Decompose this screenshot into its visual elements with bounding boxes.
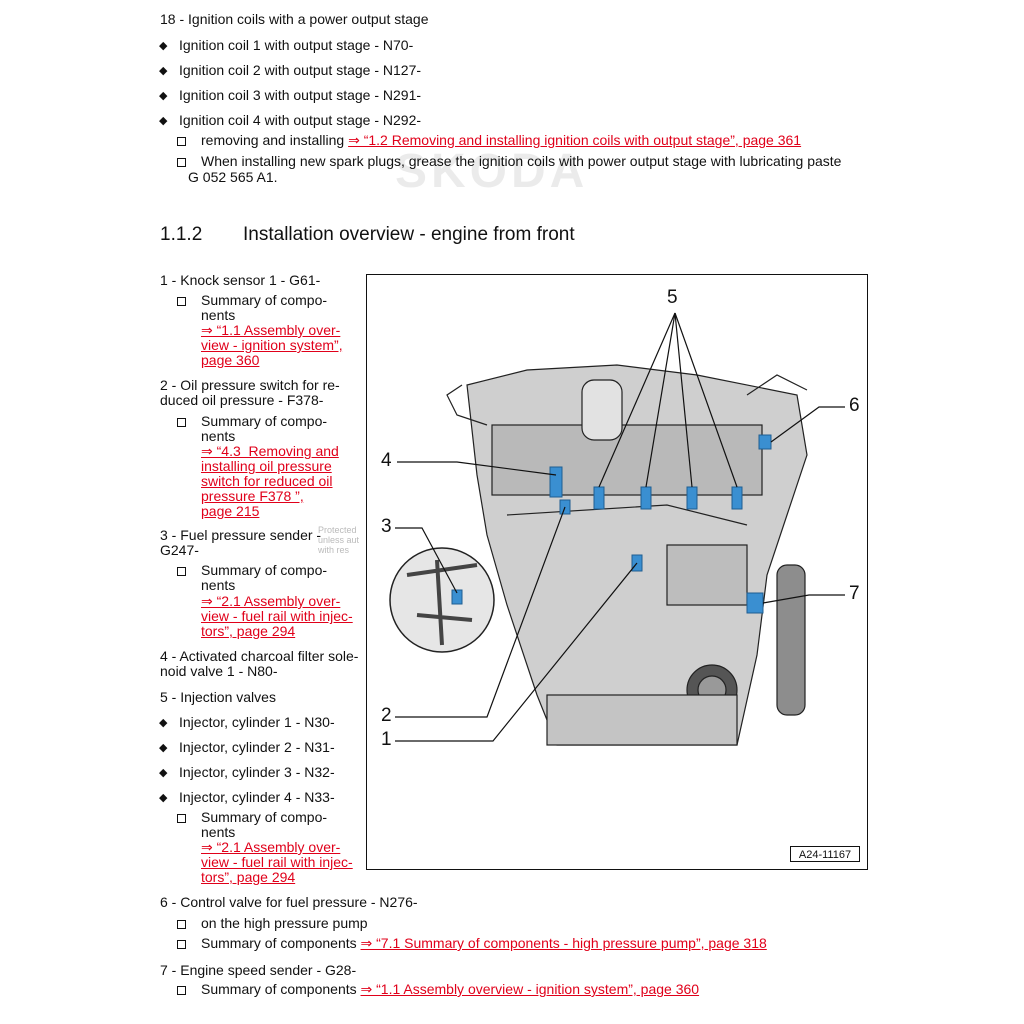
figure-label-1: 1 bbox=[381, 729, 392, 750]
diamond-bullet-icon: ◆ bbox=[159, 65, 168, 77]
coil-3: Ignition coil 3 with output stage - N291… bbox=[179, 87, 422, 103]
checkbox-icon bbox=[177, 158, 186, 167]
checkbox-icon bbox=[177, 986, 186, 995]
checkbox-icon bbox=[177, 297, 186, 306]
remove-text: removing and installing bbox=[201, 132, 345, 148]
item-18-heading: 18 - Ignition coils with a power output … bbox=[160, 11, 429, 27]
diamond-bullet-icon: ◆ bbox=[159, 90, 168, 102]
figure-reference: A24-11167 bbox=[790, 846, 860, 862]
spark-plug-note-2: G 052 565 A1. bbox=[188, 169, 278, 185]
checkbox-icon bbox=[177, 940, 186, 949]
protected-watermark: Protected unless aut with res bbox=[318, 525, 360, 555]
item-1-summary: Summary of compo- nents bbox=[201, 292, 328, 323]
coil-1: Ignition coil 1 with output stage - N70- bbox=[179, 37, 414, 53]
engine-illustration bbox=[389, 312, 845, 746]
item-2: 2 - Oil pressure switch for re- duced oi… bbox=[160, 377, 340, 408]
checkbox-icon bbox=[177, 814, 186, 823]
remove-install-coils-link[interactable]: ⇒ “1.2 Removing and installing ignition … bbox=[348, 132, 802, 148]
spark-plug-note-1: When installing new spark plugs, grease … bbox=[201, 153, 842, 169]
injector-2: Injector, cylinder 2 - N31- bbox=[179, 739, 335, 755]
item-3-summary: Summary of compo- nents bbox=[201, 562, 328, 593]
injector-1: Injector, cylinder 1 - N30- bbox=[179, 714, 335, 730]
injector-3: Injector, cylinder 3 - N32- bbox=[179, 764, 335, 780]
diamond-bullet-icon: ◆ bbox=[159, 742, 168, 754]
checkbox-icon bbox=[177, 567, 186, 576]
figure-label-4: 4 bbox=[381, 450, 392, 471]
checkbox-icon bbox=[177, 920, 186, 929]
item-6: 6 - Control valve for fuel pressure - N2… bbox=[160, 894, 418, 910]
skoda-watermark: SKODA bbox=[395, 145, 589, 198]
diamond-bullet-icon: ◆ bbox=[159, 717, 168, 729]
item-7-link[interactable]: ⇒ “1.1 Assembly overview - ignition syst… bbox=[360, 981, 700, 997]
item-1-link[interactable]: ⇒ “1.1 Assembly over- view - ignition sy… bbox=[201, 322, 343, 368]
section-title: Installation overview - engine from fron… bbox=[243, 224, 575, 245]
item-4: 4 - Activated charcoal filter sole- noid… bbox=[160, 648, 359, 679]
engine-figure: 5 6 4 3 7 2 1 bbox=[366, 274, 868, 870]
section-number: 1.1.2 bbox=[160, 224, 203, 245]
diamond-bullet-icon: ◆ bbox=[159, 115, 168, 127]
diamond-bullet-icon: ◆ bbox=[159, 767, 168, 779]
item-2-summary: Summary of compo- nents bbox=[201, 413, 328, 444]
figure-label-7: 7 bbox=[849, 583, 860, 604]
checkbox-icon bbox=[177, 137, 186, 146]
item-7: 7 - Engine speed sender - G28- bbox=[160, 962, 357, 978]
figure-label-5: 5 bbox=[667, 287, 678, 308]
item-6-link[interactable]: ⇒ “7.1 Summary of components - high pres… bbox=[360, 935, 767, 951]
item-1: 1 - Knock sensor 1 - G61- bbox=[160, 272, 321, 288]
item-7-sub: Summary of components bbox=[201, 981, 357, 997]
diamond-bullet-icon: ◆ bbox=[159, 792, 168, 804]
item-3: 3 - Fuel pressure sender - G247- bbox=[160, 527, 322, 558]
item-2-link[interactable]: ⇒ “4.3 Removing and installing oil press… bbox=[201, 443, 339, 519]
item-3-link[interactable]: ⇒ “2.1 Assembly over- view - fuel rail w… bbox=[201, 593, 353, 639]
checkbox-icon bbox=[177, 418, 186, 427]
figure-label-3: 3 bbox=[381, 516, 392, 537]
item-5-link[interactable]: ⇒ “2.1 Assembly over- view - fuel rail w… bbox=[201, 839, 353, 885]
item-6-sub1: on the high pressure pump bbox=[201, 915, 368, 931]
diamond-bullet-icon: ◆ bbox=[159, 40, 168, 52]
coil-4: Ignition coil 4 with output stage - N292… bbox=[179, 112, 422, 128]
coil-2: Ignition coil 2 with output stage - N127… bbox=[179, 62, 422, 78]
item-5-summary: Summary of compo- nents bbox=[201, 809, 328, 840]
figure-label-6: 6 bbox=[849, 395, 860, 416]
injector-4: Injector, cylinder 4 - N33- bbox=[179, 789, 335, 805]
item-5: 5 - Injection valves bbox=[160, 689, 276, 705]
figure-label-2: 2 bbox=[381, 705, 392, 726]
item-6-sub2: Summary of components bbox=[201, 935, 357, 951]
